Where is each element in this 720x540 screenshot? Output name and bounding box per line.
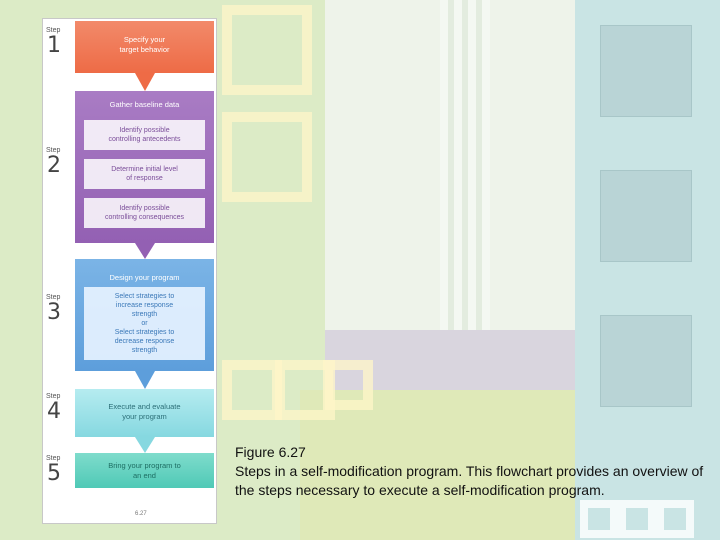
step-number: 3 bbox=[47, 300, 61, 325]
step-2-sub-box: Identify possible controlling consequenc… bbox=[84, 198, 205, 228]
step-4-title: Execute and evaluate your program bbox=[108, 402, 181, 421]
brain-image bbox=[600, 25, 692, 117]
figure-caption: Figure 6.27 Steps in a self-modification… bbox=[235, 443, 705, 500]
step-2-title: Gather baseline data bbox=[109, 100, 180, 109]
step-word: Step bbox=[46, 147, 61, 154]
step-word: Step bbox=[46, 294, 61, 301]
background-stripes bbox=[440, 0, 490, 330]
decorative-square bbox=[323, 360, 373, 410]
decorative-square bbox=[618, 500, 656, 538]
arrow-down-icon bbox=[135, 371, 155, 389]
decorative-square bbox=[222, 112, 312, 202]
step-word: Step bbox=[46, 455, 61, 462]
page-label: 6.27 bbox=[135, 511, 147, 517]
decorative-square bbox=[222, 5, 312, 95]
decorative-square bbox=[656, 500, 694, 538]
step-word: Step bbox=[46, 393, 61, 400]
step-3-box: Design your program Select strategies to… bbox=[75, 259, 214, 371]
step-number: 1 bbox=[47, 33, 61, 58]
step-1-box: Specify your target behavior bbox=[75, 21, 214, 73]
background-bottom bbox=[300, 390, 575, 540]
step-word: Step bbox=[46, 27, 61, 34]
step-2-sub-box: Identify possible controlling antecedent… bbox=[84, 120, 205, 150]
step-number: 5 bbox=[47, 461, 61, 486]
step-5-title: Bring your program to an end bbox=[108, 461, 181, 480]
flowchart-panel: Step 1 Step 2 Step 3 Step 4 Step 5 Speci… bbox=[42, 18, 217, 524]
step-3-sub-box: Select strategies to increase response s… bbox=[84, 287, 205, 360]
arrow-down-icon bbox=[135, 243, 155, 259]
step-number: 4 bbox=[47, 399, 61, 424]
figure-label: Figure 6.27 bbox=[235, 444, 306, 460]
step-2-sub-box: Determine initial level of response bbox=[84, 159, 205, 189]
step-4-box: Execute and evaluate your program bbox=[75, 389, 214, 437]
step-2-box: Gather baseline data Identify possible c… bbox=[75, 91, 214, 243]
brain-image bbox=[600, 315, 692, 407]
step-1-title: Specify your target behavior bbox=[119, 35, 170, 54]
arrow-down-icon bbox=[135, 437, 155, 453]
step-number: 2 bbox=[47, 153, 61, 178]
step-5-box: Bring your program to an end bbox=[75, 453, 214, 488]
decorative-square bbox=[222, 360, 282, 420]
arrow-down-icon bbox=[135, 73, 155, 91]
caption-text: Steps in a self-modification program. Th… bbox=[235, 463, 704, 498]
decorative-square bbox=[580, 500, 618, 538]
brain-image bbox=[600, 170, 692, 262]
step-3-title: Design your program bbox=[109, 273, 180, 282]
